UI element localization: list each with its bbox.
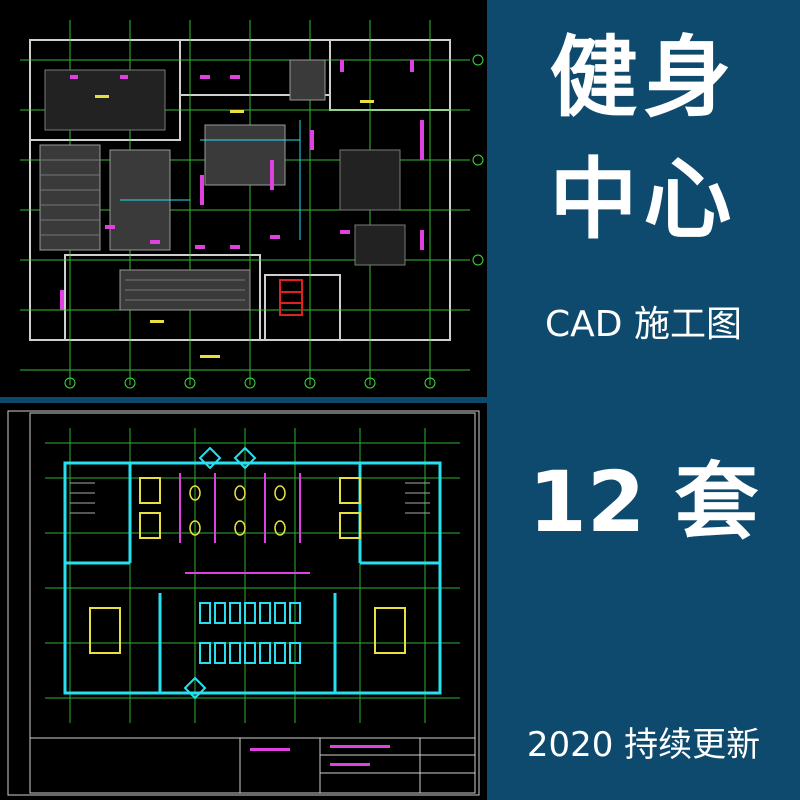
subtitle: CAD 施工图 bbox=[545, 304, 742, 345]
cad-floor-plan-top bbox=[0, 0, 487, 397]
cad-floor-plan-bottom bbox=[0, 400, 487, 800]
footer-text: 2020 持续更新 bbox=[526, 725, 761, 765]
set-count: 12 套 bbox=[528, 453, 759, 551]
title-line-1: 健身 bbox=[549, 26, 738, 129]
floor-plan-drawing-1 bbox=[0, 0, 487, 397]
title-line-2: 中心 bbox=[549, 148, 738, 251]
floor-plan-drawing-2 bbox=[0, 403, 487, 800]
